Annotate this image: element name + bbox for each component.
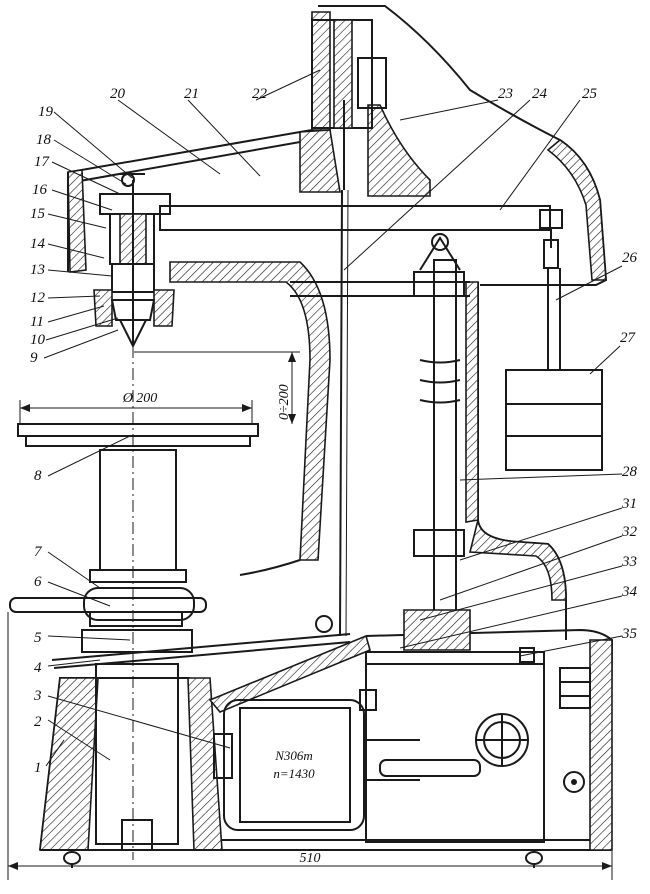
base-width-label: 510 (300, 851, 321, 866)
work-table (17, 423, 259, 583)
vertical-travel-label: 0÷200 (277, 384, 292, 420)
leader-lines (43, 69, 623, 767)
electric-motor (213, 689, 420, 831)
callout-22: 22 (252, 86, 268, 102)
dimension-labels: Ø 200 0÷200 510 (122, 384, 321, 866)
motor-plate: N306m n=1430 (273, 748, 315, 781)
callout-28: 28 (622, 464, 638, 480)
frame-outline (39, 5, 614, 868)
callout-19: 19 (38, 104, 54, 120)
counterweight (505, 268, 603, 471)
callout-17: 17 (34, 154, 51, 170)
callout-23: 23 (498, 86, 513, 102)
base-right-details (559, 667, 591, 793)
motor-model-label: N306m (274, 748, 313, 763)
callout-13: 13 (30, 262, 45, 278)
table-clamp (9, 587, 207, 627)
callout-labels: 1 2 3 4 5 6 7 8 9 10 11 12 13 14 15 16 1… (30, 86, 638, 776)
callout-2: 2 (34, 714, 42, 730)
upper-pulley (311, 19, 387, 190)
callout-9: 9 (30, 350, 38, 366)
callout-5: 5 (34, 630, 42, 646)
feed-lever (159, 205, 563, 269)
callout-1: 1 (34, 760, 42, 776)
callout-7: 7 (34, 544, 43, 560)
spindle-head (93, 173, 175, 349)
callout-4: 4 (34, 660, 42, 676)
motor-speed-label: n=1430 (273, 766, 315, 781)
callout-18: 18 (36, 132, 52, 148)
callout-27: 27 (620, 330, 637, 346)
callout-25: 25 (582, 86, 598, 102)
callout-32: 32 (621, 524, 638, 540)
callout-34: 34 (621, 584, 638, 600)
callout-15: 15 (30, 206, 46, 222)
callout-31: 31 (621, 496, 637, 512)
lower-column (51, 629, 351, 851)
dimension-lines (7, 346, 613, 880)
callout-33: 33 (621, 554, 637, 570)
callout-35: 35 (621, 626, 638, 642)
callout-16: 16 (32, 182, 48, 198)
callout-3: 3 (33, 688, 42, 704)
callout-8: 8 (34, 468, 42, 484)
table-diameter-label: Ø 200 (122, 391, 158, 406)
callout-24: 24 (532, 86, 548, 102)
callout-10: 10 (30, 332, 46, 348)
callout-21: 21 (184, 86, 199, 102)
pivot-pin (315, 615, 333, 633)
callout-6: 6 (34, 574, 42, 590)
gearbox (365, 609, 545, 843)
callout-14: 14 (30, 236, 46, 252)
callout-26: 26 (622, 250, 638, 266)
callout-12: 12 (30, 290, 46, 306)
callout-20: 20 (110, 86, 126, 102)
drive-belt (339, 189, 349, 637)
callout-11: 11 (30, 314, 44, 330)
